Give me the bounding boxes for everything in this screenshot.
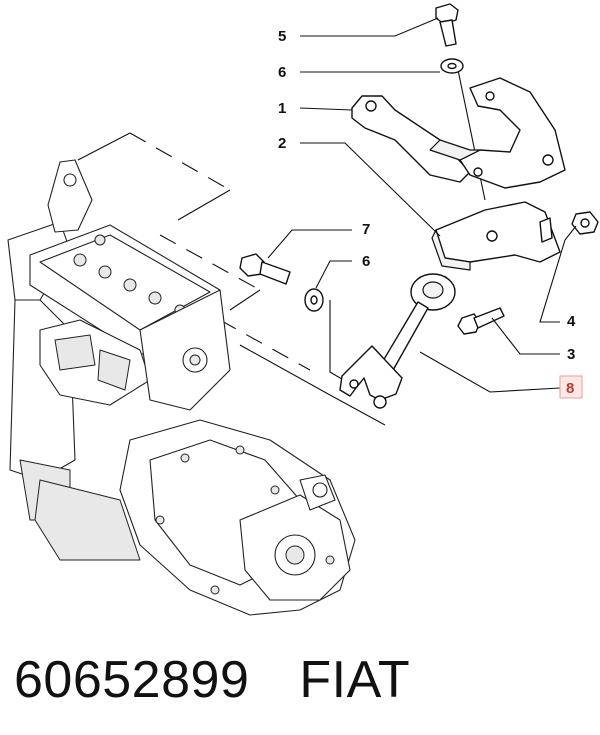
part-5-bolt (435, 3, 459, 47)
callout-8: 8 (566, 380, 574, 397)
callout-6-lower: 6 (362, 253, 370, 270)
part-3-bolt (457, 307, 505, 335)
part-6-washer-upper (440, 58, 464, 74)
part-2-mounting-plate (431, 201, 561, 271)
part-8-torque-rod (339, 273, 456, 409)
callout-3: 3 (567, 346, 575, 363)
callout-4: 4 (567, 313, 576, 330)
leader-lines (267, 17, 577, 393)
part-6-washer-lower (304, 288, 324, 312)
callout-1: 1 (278, 100, 286, 117)
callout-8-highlight-box (559, 375, 583, 399)
part-caption: 60652899 FIAT (14, 640, 410, 720)
engine-gearbox-assembly (7, 159, 356, 616)
callout-6-upper: 6 (278, 64, 286, 81)
exploded-parts-diagram: 5 6 1 2 7 6 4 3 8 (7, 3, 599, 616)
assembly-guide-lines (77, 69, 486, 426)
part-7-bolt (239, 253, 291, 285)
callout-2: 2 (278, 135, 286, 152)
brand-name: FIAT (299, 651, 411, 709)
callout-5: 5 (278, 28, 286, 45)
part-1-upper-mount-bracket (351, 77, 566, 189)
callout-7: 7 (362, 221, 370, 238)
part-4-nut (571, 211, 599, 235)
part-number: 60652899 (14, 651, 250, 709)
callout-labels: 5 6 1 2 7 6 4 3 8 (278, 28, 583, 399)
